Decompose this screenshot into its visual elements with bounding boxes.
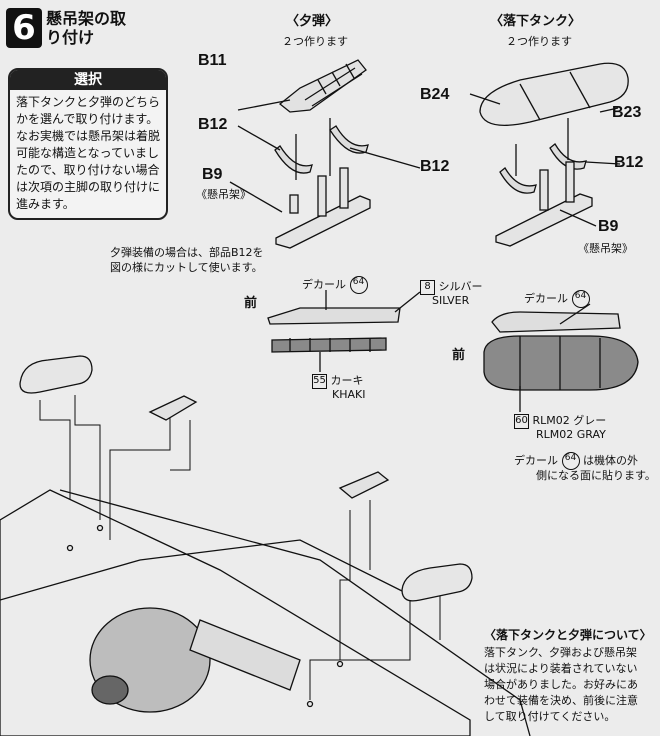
bomb-decal-callout: デカール 64 — [302, 276, 368, 294]
decal-note-number: 64 — [561, 452, 580, 470]
tank-decal-number: 64 — [571, 290, 590, 308]
select-body: 落下タンクと夕弾のどちらかを選んで取り付けます。なお実機では懸吊架は着脱可能な構… — [16, 95, 161, 211]
cut-note-line1: 夕弾装備の場合は、部品B12を — [110, 246, 264, 259]
about-section: 〈落下タンクと夕弾について〉 落下タンク、夕弾および懸吊架 は状況により装着され… — [484, 626, 656, 725]
select-box: 選択 落下タンクと夕弾のどちらかを選んで取り付けます。なお実機では懸吊架は着脱可… — [8, 68, 168, 220]
bomb-rack-b9 — [275, 195, 371, 249]
bomb-side-view — [267, 307, 401, 325]
part-b9-label-tank: B9 — [598, 218, 619, 235]
about-line-5: して取り付けてください。 — [484, 710, 616, 723]
cut-note-line2: 図の様にカットして使います。 — [110, 261, 263, 274]
part-b23-label: B23 — [612, 104, 642, 121]
about-title: 〈落下タンクと夕弾について〉 — [484, 628, 652, 642]
about-line-3: 場合がありました。お好みにあ — [484, 678, 638, 691]
silver-color-number: 8 — [420, 279, 435, 295]
bomb-silver-callout: 8 シルバー — [420, 278, 483, 295]
tank-side-view — [491, 311, 621, 333]
bomb-rack-label: 《懸吊架》 — [196, 188, 251, 201]
tank-gray-callout: 60 RLM02 グレー — [514, 412, 606, 429]
gray-en: RLM02 GRAY — [536, 428, 606, 441]
tank-title: 〈落下タンク〉 — [490, 14, 582, 29]
tank-on-wing-1 — [19, 355, 93, 394]
select-heading: 選択 — [10, 70, 166, 90]
part-b12-label-tank-left: B12 — [420, 158, 450, 175]
bomb-on-wing-2 — [338, 471, 390, 499]
step-header: 6 懸吊架の取り付け — [6, 8, 130, 48]
about-line-1: 落下タンク、夕弾および懸吊架 — [484, 646, 638, 659]
bomb-clamp-right — [329, 125, 369, 154]
part-b12-label-bomb: B12 — [198, 116, 228, 133]
tank-on-wing-2 — [401, 563, 473, 602]
tank-rack-b9 — [495, 193, 593, 247]
tank-rack-label: 《懸吊架》 — [578, 242, 633, 255]
decal-note-prefix: デカール — [514, 454, 558, 467]
about-line-2: は状況により装着されていない — [484, 662, 638, 675]
khaki-jp: カーキ — [330, 374, 364, 387]
gray-color-number: 60 — [514, 413, 529, 429]
tank-bottom-view — [483, 335, 639, 391]
tank-decal-callout: デカール 64 — [524, 290, 590, 308]
bomb-front-label: 前 — [244, 296, 258, 311]
khaki-color-number: 55 — [312, 373, 327, 389]
wing-outline — [0, 489, 471, 736]
bomb-decal-number: 64 — [349, 276, 368, 294]
bomb-khaki-callout: 55 カーキ — [312, 372, 364, 389]
bomb-decal-label: デカール — [302, 278, 346, 291]
tank-decal-label: デカール — [524, 292, 568, 305]
bomb-on-wing-1 — [148, 395, 198, 421]
about-line-4: わせて装備を決め、前後に注意 — [484, 694, 638, 707]
gray-jp: RLM02 グレー — [532, 414, 607, 427]
tank-qty: ２つ作ります — [506, 35, 572, 48]
tank-front-label: 前 — [452, 348, 466, 363]
tank-clamp-left — [499, 167, 537, 194]
decal-note: デカール 64 は機体の外 — [514, 452, 638, 470]
bomb-clamp-left — [274, 145, 313, 174]
part-b11-label: B11 — [198, 52, 227, 69]
part-b9-label-bomb: B9 — [202, 166, 223, 183]
drop-tank-drawing — [479, 62, 629, 126]
tank-clamp-right — [549, 143, 587, 170]
khaki-en: KHAKI — [332, 388, 366, 401]
bomb-qty: ２つ作ります — [282, 35, 348, 48]
step-number: 6 — [6, 8, 42, 48]
part-b12-label-tank: B12 — [614, 154, 644, 171]
decal-note-line1: は機体の外 — [583, 454, 638, 467]
part-b24-label: B24 — [420, 86, 450, 103]
silver-jp: シルバー — [438, 280, 483, 293]
step-title: 懸吊架の取り付け — [46, 9, 127, 47]
bomb-body-drawing — [278, 59, 367, 113]
bomb-bottom-view — [271, 337, 387, 353]
decal-note-line2: 側になる面に貼ります。 — [536, 469, 656, 482]
bomb-title: 〈夕弾〉 — [286, 14, 339, 29]
silver-en: SILVER — [432, 294, 470, 307]
